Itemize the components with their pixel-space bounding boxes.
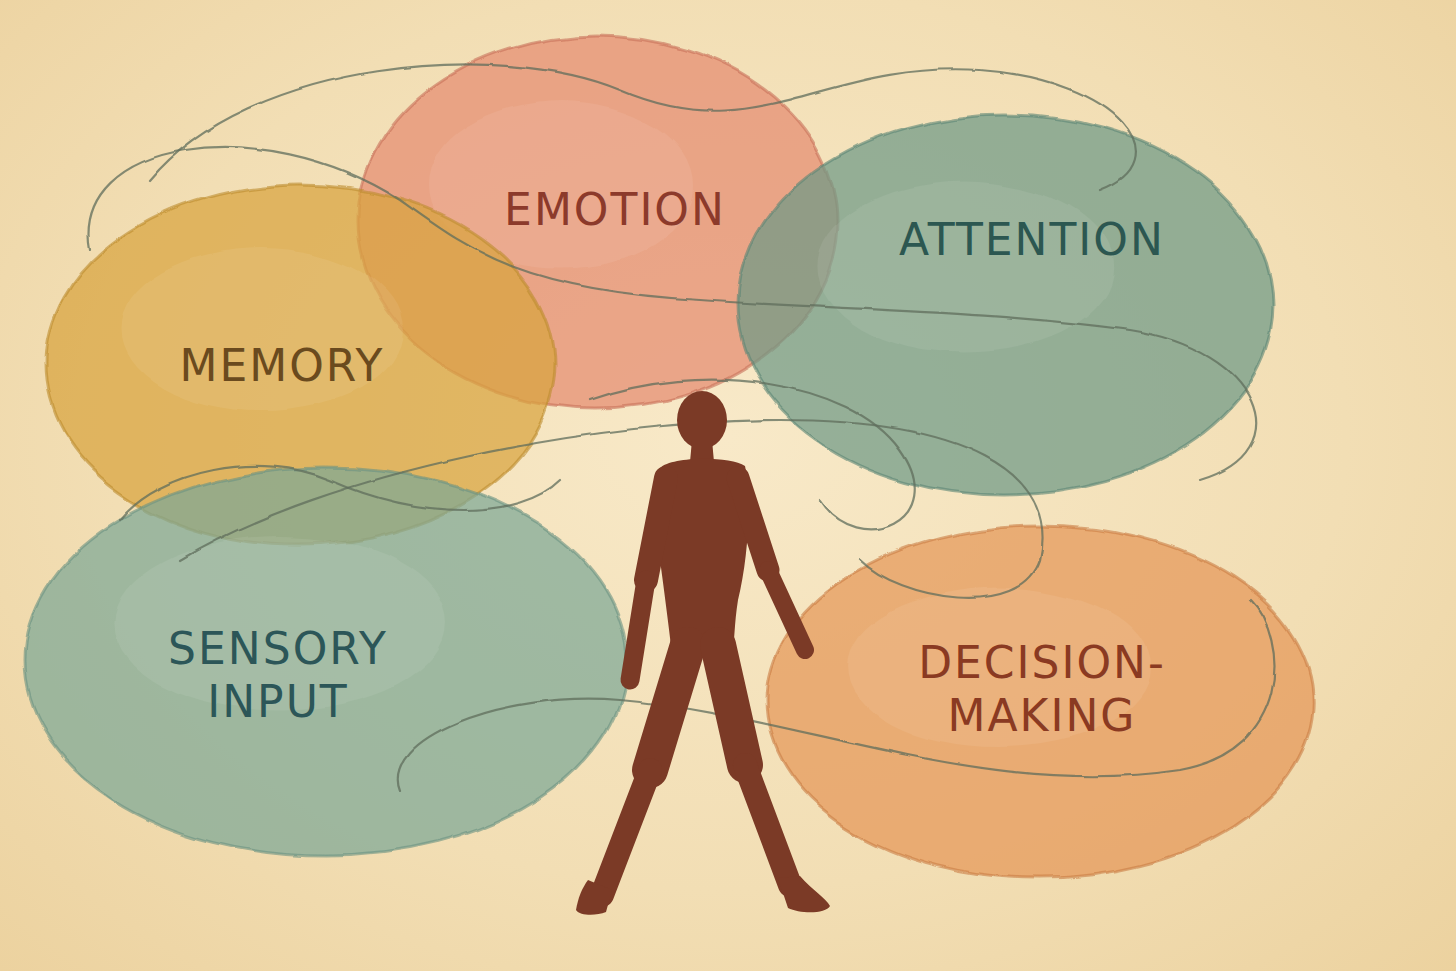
ellipse-node: SENSORY INPUT: [16, 460, 635, 864]
scribble-line: [150, 64, 1136, 190]
node-label: DECISION- MAKING: [877, 637, 1207, 743]
ellipse-wash: [817, 182, 1112, 353]
scribble-line: [89, 147, 1257, 480]
figure-arm: [738, 478, 768, 570]
node-label: EMOTION: [504, 184, 726, 237]
figure-leg: [718, 645, 745, 765]
scribble-line: [180, 420, 1043, 598]
figure-foot: [576, 880, 612, 915]
figure-arm: [630, 580, 646, 680]
ellipse-fill: [766, 526, 1313, 878]
figure-neck: [690, 440, 714, 462]
ellipse-node: EMOTION: [349, 28, 845, 416]
ellipse-fill: [24, 468, 627, 856]
ellipse-node: ATTENTION: [729, 107, 1281, 503]
ellipse-node: MEMORY: [37, 177, 563, 553]
ellipse-node: DECISION- MAKING: [758, 518, 1321, 886]
figure-leg: [650, 645, 688, 770]
scribble-line: [398, 600, 1275, 790]
scribble-line: [120, 466, 560, 520]
figure-arm: [768, 570, 805, 650]
node-label: SENSORY INPUT: [138, 623, 418, 729]
node-label: ATTENTION: [899, 214, 1165, 267]
figure-foot: [778, 876, 830, 912]
node-label: MEMORY: [180, 340, 385, 393]
figure-leg: [745, 765, 790, 885]
ellipse-fill: [737, 115, 1273, 495]
figure-leg: [602, 770, 650, 895]
watercolor-ellipse: [729, 107, 1281, 503]
ellipse-wash: [122, 248, 403, 410]
figure-arm: [646, 478, 666, 580]
